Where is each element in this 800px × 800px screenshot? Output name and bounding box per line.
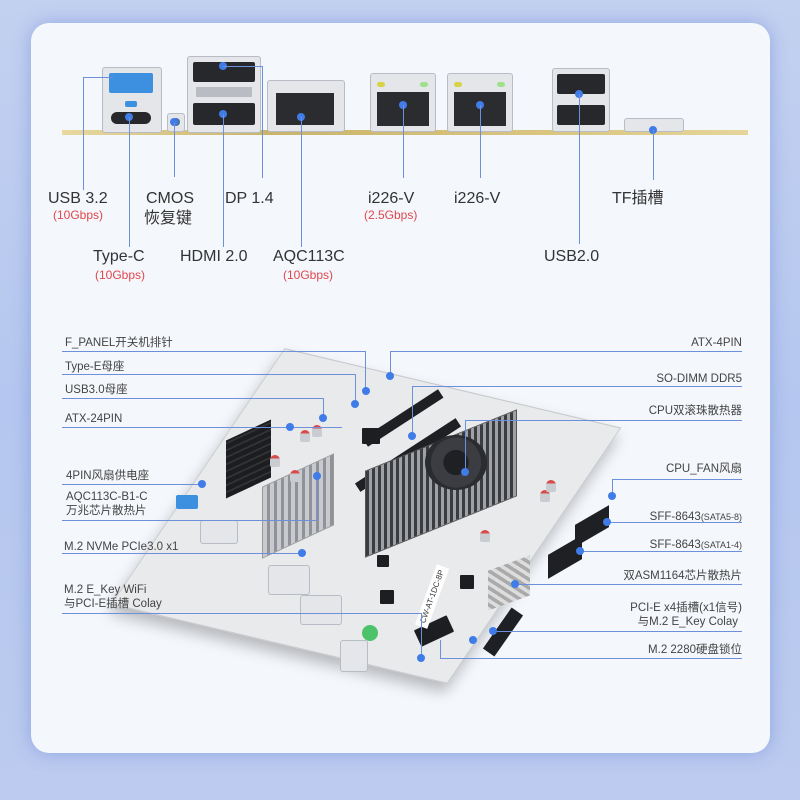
callout-sff8643-5-8: SFF-8643(SATA5-8) [649, 511, 742, 523]
usb-port-icon [176, 495, 198, 509]
callout-asm1164: 双ASM1164芯片散热片 [623, 570, 742, 582]
green-sticker [362, 625, 378, 641]
ethernet-port-icon [268, 565, 310, 595]
label-hdmi: HDMI 2.0 [180, 248, 248, 265]
callout-pcie-x4: PCI-E x4插槽(x1信号) [630, 602, 742, 614]
displayport-icon [193, 62, 255, 82]
label-cmos: CMOS [146, 190, 194, 207]
callout-aqc-heatsink: AQC113C-B1-C [66, 491, 148, 503]
usb-a-port-icon [109, 73, 153, 93]
label-aqc113c: AQC113C [273, 248, 345, 265]
spec-aqc113c: (10Gbps) [283, 268, 334, 282]
callout-sff8643-1-4: SFF-8643(SATA1-4) [649, 539, 742, 551]
callout-f-panel: F_PANEL开关机排针 [65, 337, 173, 349]
callout-m2-2280: M.2 2280硬盘锁位 [648, 644, 742, 656]
label-tf-slot: TF插槽 [612, 190, 664, 207]
callout-m2-ekey: M.2 E_Key WiFi [64, 584, 147, 596]
cpu-fan [425, 435, 487, 490]
ethernet-port-icon [276, 93, 334, 125]
callout-cpu-fan: CPU_FAN风扇 [665, 463, 742, 475]
label-dp: DP 1.4 [225, 190, 274, 207]
callout-so-dimm: SO-DIMM DDR5 [656, 373, 742, 385]
label-usb20: USB2.0 [544, 248, 600, 265]
callout-4pin-fan: 4PIN风扇供电座 [66, 470, 150, 482]
callout-aqc-heatsink-2: 万兆芯片散热片 [66, 505, 147, 517]
label-i226v-1: i226-V [368, 190, 415, 207]
pcb-edge [62, 130, 748, 135]
label-type-c: Type-C [93, 248, 145, 265]
spec-i226v-1: (2.5Gbps) [364, 208, 418, 222]
label-i226v-2: i226-V [454, 190, 501, 207]
usb-a-port-icon [557, 105, 605, 125]
callout-cpu-heatsink: CPU双滚珠散热器 [648, 405, 742, 417]
callout-m2-ekey-2: 与PCI-E插槽 Colay [64, 598, 162, 610]
dp-hdmi-stack [187, 56, 261, 133]
callout-usb30: USB3.0母座 [65, 384, 128, 396]
usb32-typec-stack [102, 67, 162, 133]
callout-atx-4pin: ATX-4PIN [691, 337, 742, 349]
ethernet-port-icon [300, 595, 342, 625]
label-usb32: USB 3.2 [48, 190, 108, 207]
callout-atx-24pin: ATX-24PIN [65, 413, 123, 425]
callout-type-e: Type-E母座 [65, 361, 125, 373]
hdmi-port-icon [200, 520, 238, 544]
usb20-stack [552, 68, 610, 132]
spec-usb32: (10Gbps) [53, 208, 104, 222]
callout-m2-nvme: M.2 NVMe PCIe3.0 x1 [64, 541, 179, 553]
usb-a-port-icon [557, 74, 605, 94]
chip [362, 428, 380, 444]
label-cmos-reset: 恢复键 [144, 210, 193, 227]
spec-type-c: (10Gbps) [95, 268, 146, 282]
callout-pcie-x4-2: 与M.2 E_Key Colay [637, 616, 738, 628]
rj45-aqc113c [267, 80, 345, 132]
usb-port-icon [340, 640, 368, 672]
